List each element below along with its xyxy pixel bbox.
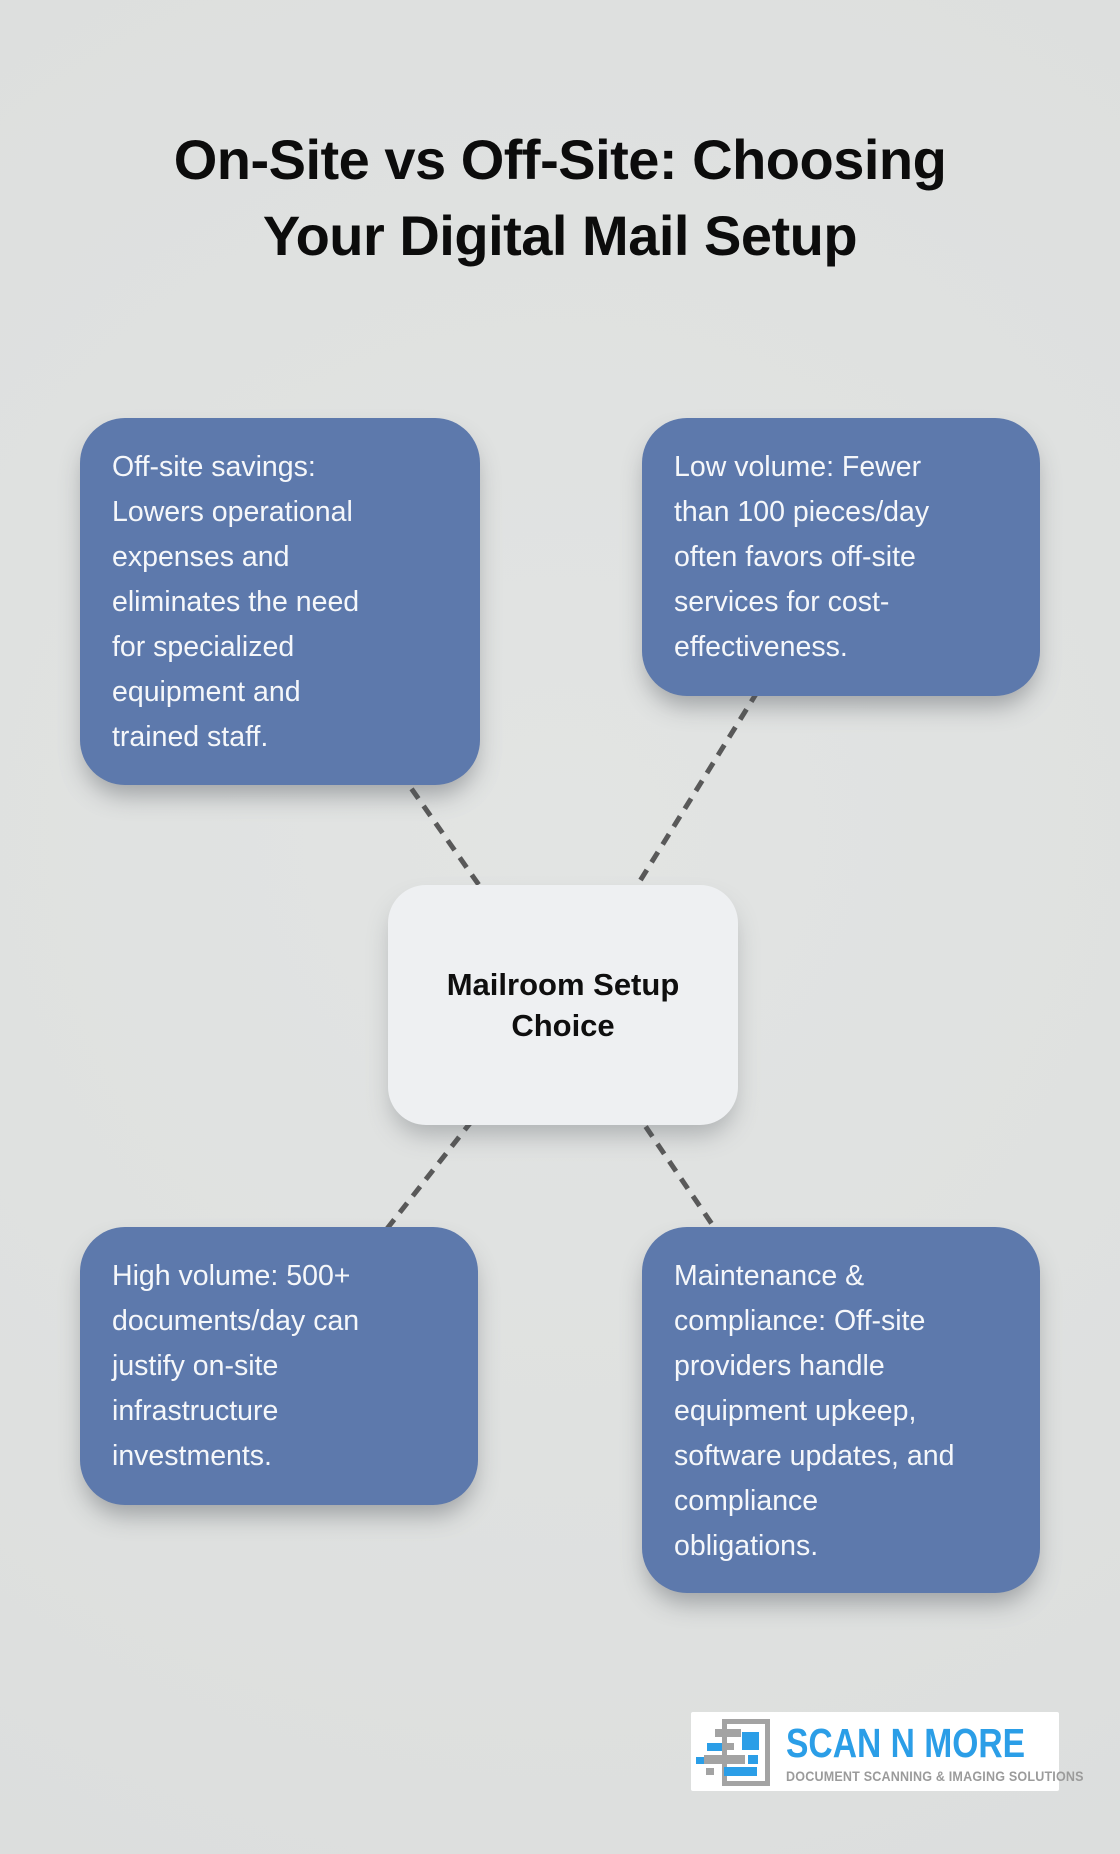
logo-name: SCAN N MORE	[786, 1720, 1026, 1766]
icon-bar	[707, 1743, 722, 1751]
node-bottom-right-text: Maintenance & compliance: Off-site provi…	[674, 1260, 955, 1562]
icon-page-outline	[722, 1719, 770, 1786]
node-top-right: Low volume: Fewer than 100 pieces/day of…	[642, 418, 1040, 696]
icon-bar	[724, 1767, 757, 1776]
center-node: Mailroom Setup Choice	[388, 885, 738, 1125]
logo-tagline: DOCUMENT SCANNING & IMAGING SOLUTIONS	[786, 1769, 1084, 1784]
icon-bar	[715, 1729, 741, 1737]
icon-bar	[727, 1743, 734, 1750]
icon-bar	[704, 1755, 745, 1764]
node-bottom-left: High volume: 500+ documents/day can just…	[80, 1227, 478, 1505]
page-title: On-Site vs Off-Site: Choosing Your Digit…	[173, 127, 947, 267]
node-bottom-left-text: High volume: 500+ documents/day can just…	[112, 1260, 360, 1472]
document-scan-icon	[695, 1715, 777, 1788]
node-top-left-text: Off-site savings: Lowers operational exp…	[112, 451, 360, 753]
icon-bar	[748, 1755, 758, 1764]
node-bottom-right: Maintenance & compliance: Off-site provi…	[642, 1227, 1040, 1593]
center-node-label: Mailroom Setup Choice	[446, 967, 680, 1043]
icon-bar	[742, 1732, 759, 1750]
icon-bar	[706, 1768, 714, 1775]
node-top-left: Off-site savings: Lowers operational exp…	[80, 418, 480, 785]
icon-bar	[696, 1757, 704, 1764]
logo-panel: SCAN N MORE DOCUMENT SCANNING & IMAGING …	[691, 1712, 1084, 1791]
node-top-right-text: Low volume: Fewer than 100 pieces/day of…	[674, 451, 930, 663]
